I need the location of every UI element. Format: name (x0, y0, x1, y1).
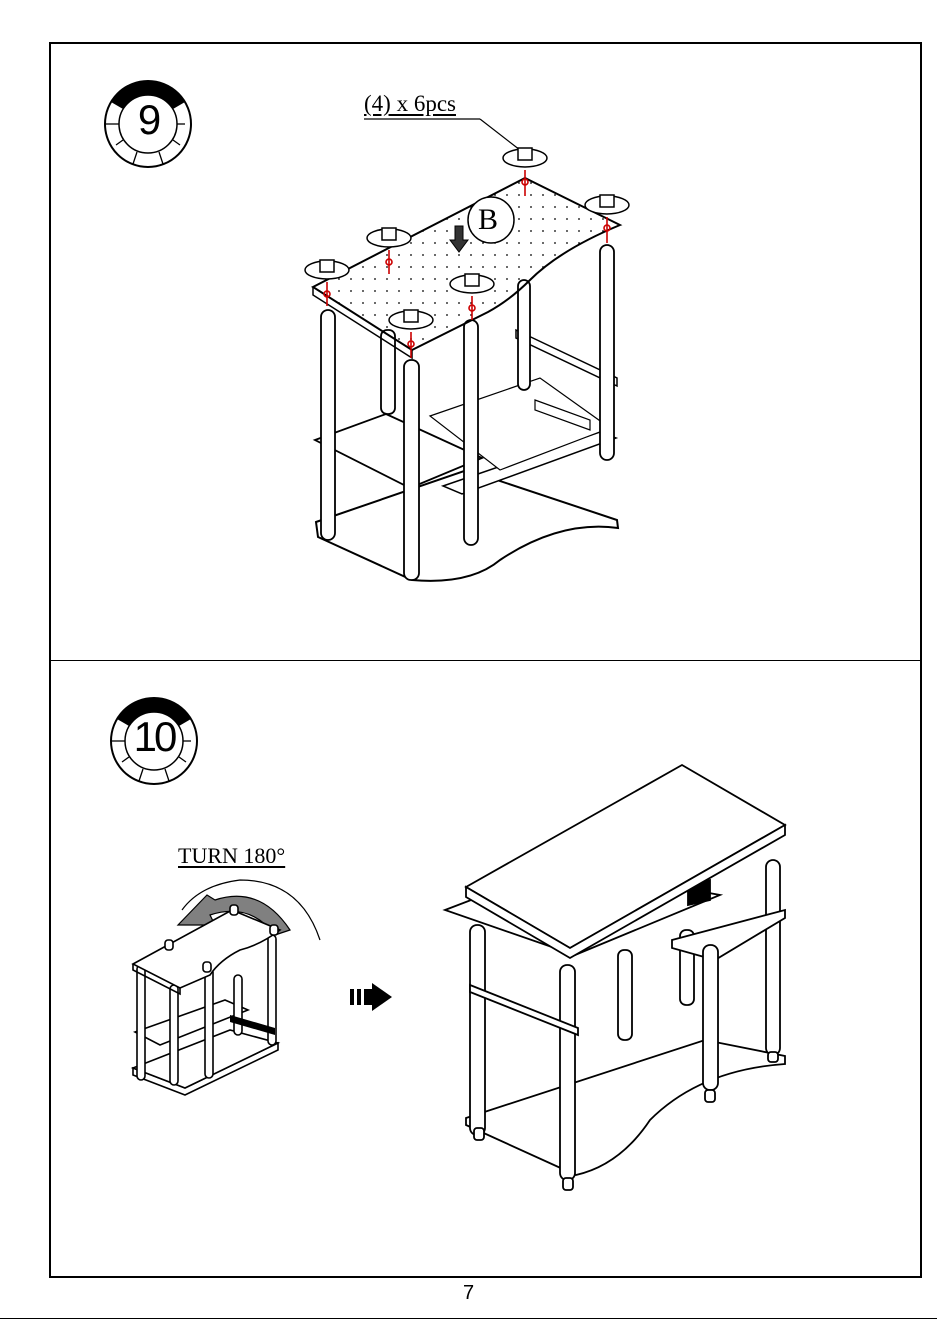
page-number: 7 (0, 1282, 937, 1305)
step-number: 9 (102, 96, 194, 144)
hardware-quantity-label: (4) x 6pcs (364, 91, 456, 117)
turn-instruction-label: TURN 180° (178, 843, 285, 869)
step-divider (49, 660, 922, 661)
page-bottom-rule (0, 1318, 937, 1319)
step-number: 10 (108, 713, 200, 761)
step-9-badge: 9 (102, 78, 194, 170)
step-10-badge: 10 (108, 695, 200, 787)
part-letter-label: B (478, 203, 498, 237)
